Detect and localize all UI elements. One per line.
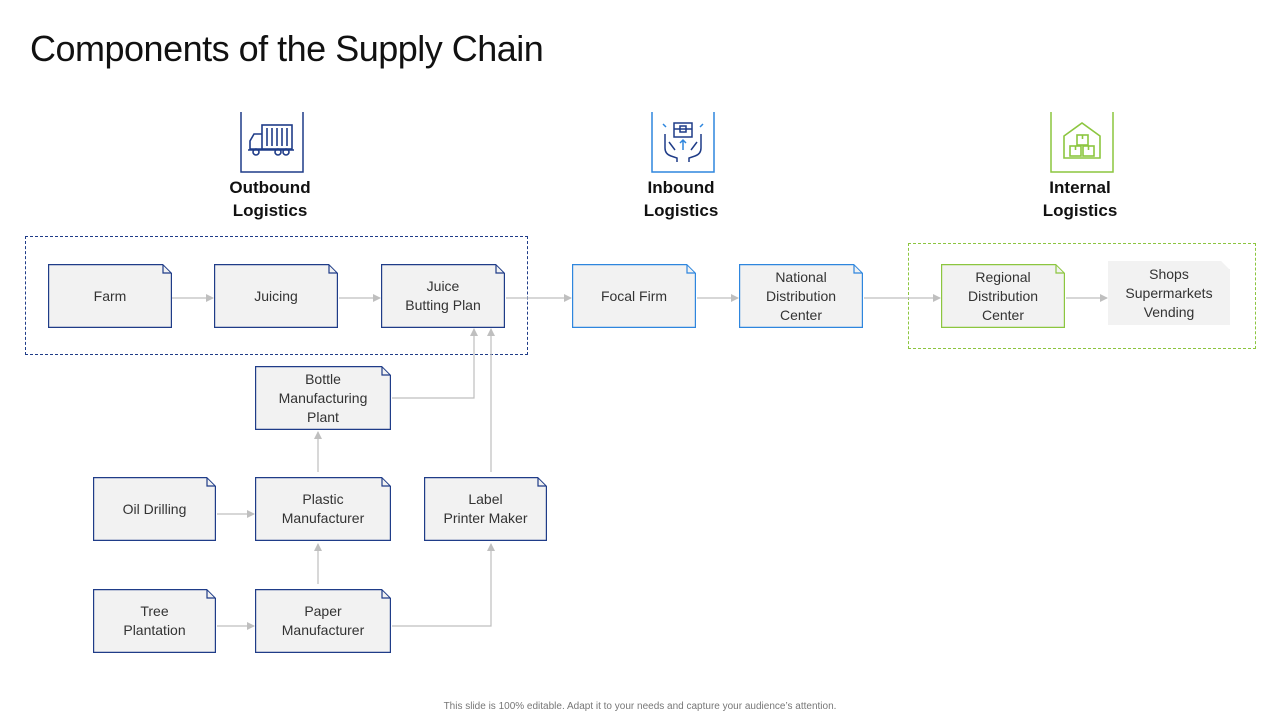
node-outline <box>739 264 863 328</box>
node-outline <box>255 477 391 541</box>
node-plastic-mfr-label: Plastic Manufacturer <box>281 491 365 526</box>
node-plastic-manufacturer: Plastic Manufacturer <box>255 477 391 541</box>
arrow-paper-label <box>392 543 495 627</box>
node-juicing: Juicing <box>214 264 338 328</box>
node-outline <box>424 477 547 541</box>
node-outline <box>255 366 391 430</box>
node-label-maker-label: Label Printer Maker <box>443 491 528 526</box>
node-juicing-label: Juicing <box>254 287 298 304</box>
inbound-logistics-label: Inbound Logistics <box>643 178 719 220</box>
node-regional-dc-label: Regional Distribution Center <box>967 268 1039 323</box>
outbound-group-border <box>25 236 528 355</box>
node-paper-mfr-label: Paper Manufacturer <box>281 603 365 638</box>
footer-note: This slide is 100% editable. Adapt it to… <box>443 701 837 712</box>
node-shops-supermarkets-vending: Shops Supermarkets Vending <box>1108 261 1230 325</box>
node-outline <box>48 264 172 328</box>
arrow-bottle-juice-plan <box>392 328 478 399</box>
node-juice-butting-plan-label: Juice Butting Plan <box>405 278 481 313</box>
node-bottle-plant-label: Bottle Manufacturing Plant <box>278 370 368 425</box>
node-outline <box>214 264 338 328</box>
node-national-distribution-center: National Distribution Center <box>739 264 863 328</box>
node-national-dc-label: National Distribution Center <box>765 268 837 323</box>
internal-logistics-label: Internal Logistics <box>1042 178 1118 220</box>
internal-group-border <box>908 243 1256 349</box>
node-label-printer-maker: Label Printer Maker <box>424 477 547 541</box>
outbound-logistics-label: Outbound Logistics <box>229 178 311 220</box>
warehouse-icon <box>1050 112 1114 173</box>
node-focal-firm-label: Focal Firm <box>600 287 668 304</box>
node-regional-distribution-center: Regional Distribution Center <box>941 264 1065 328</box>
node-outline <box>381 264 505 328</box>
node-focal-firm: Focal Firm <box>572 264 696 328</box>
node-outline <box>941 264 1065 328</box>
hands-box-icon <box>651 112 715 173</box>
node-tree-plantation: Tree Plantation <box>93 589 216 653</box>
page-title: Components of the Supply Chain <box>30 28 544 69</box>
node-outline <box>572 264 696 328</box>
node-oil-drilling-label: Oil Drilling <box>122 500 187 517</box>
node-oil-drilling: Oil Drilling <box>93 477 216 541</box>
node-outline <box>93 477 216 541</box>
node-farm-label: Farm <box>93 287 127 304</box>
truck-icon <box>240 112 304 173</box>
node-outline <box>93 589 216 653</box>
node-outline <box>255 589 391 653</box>
node-paper-manufacturer: Paper Manufacturer <box>255 589 391 653</box>
node-juice-butting-plan: Juice Butting Plan <box>381 264 505 328</box>
node-shops-label: Shops Supermarkets Vending <box>1125 265 1213 320</box>
node-bottle-manufacturing-plant: Bottle Manufacturing Plant <box>255 366 391 430</box>
node-farm: Farm <box>48 264 172 328</box>
node-tree-plantation-label: Tree Plantation <box>123 603 186 638</box>
